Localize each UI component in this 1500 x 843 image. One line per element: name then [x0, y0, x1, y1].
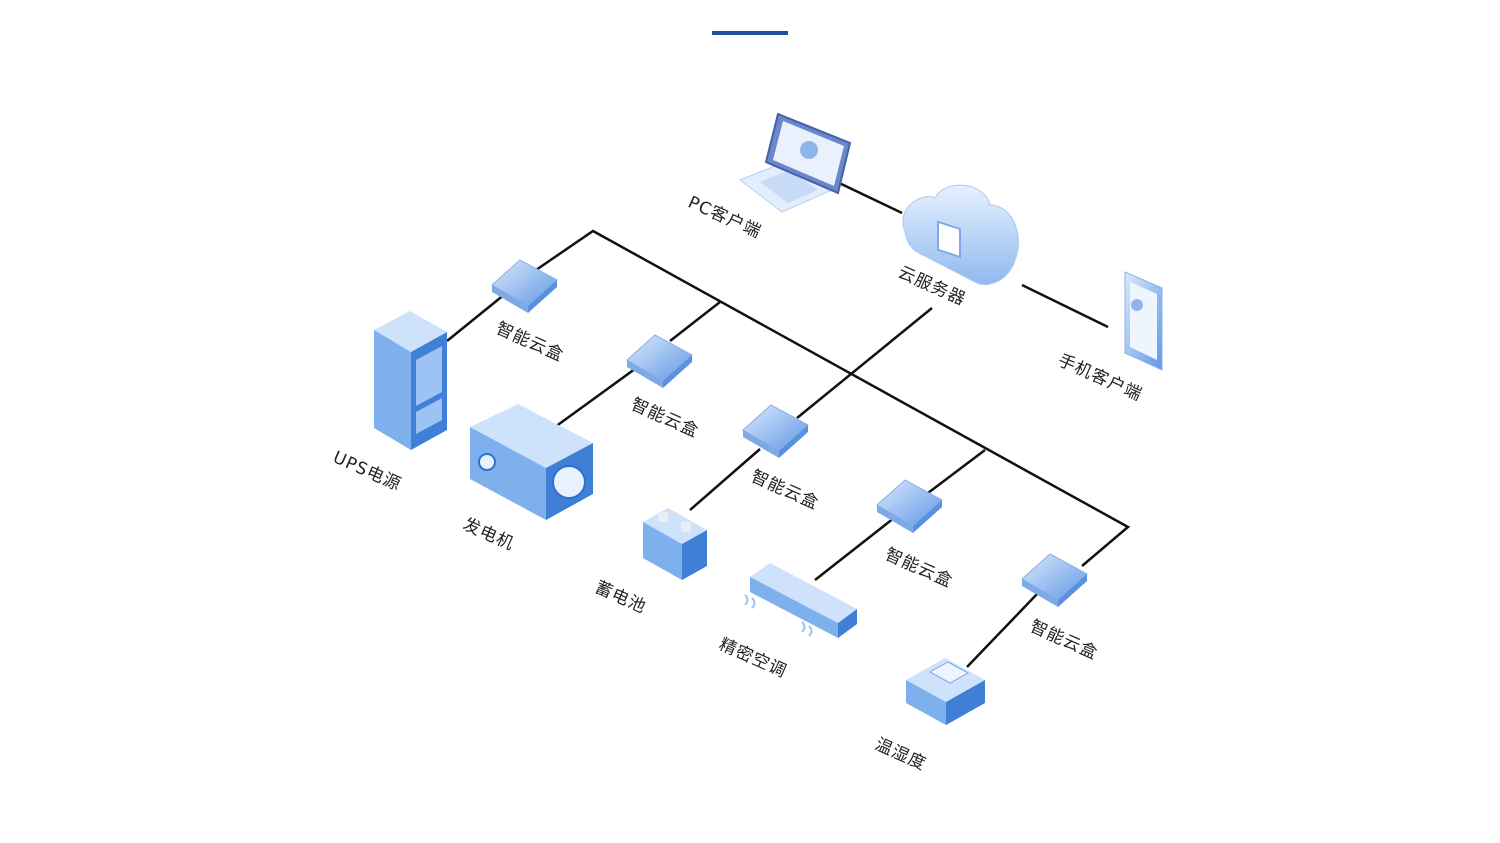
line-box3-battery [689, 448, 761, 511]
ups-rack-icon [374, 311, 447, 450]
line-cloud-mobile [1021, 283, 1109, 329]
line-box1-ups [446, 293, 506, 342]
temperature-humidity-sensor-icon [906, 658, 985, 725]
air-conditioner-icon [744, 563, 857, 638]
line-main-bus [535, 229, 1131, 567]
battery-icon [643, 508, 707, 580]
line-pc-cloud [834, 179, 903, 215]
line-cloud-box3 [796, 307, 933, 419]
line-bus-box2 [669, 301, 721, 342]
title-accent-bar [712, 31, 788, 35]
line-box5-sensor [966, 592, 1039, 668]
line-box4-ac [814, 517, 895, 581]
line-bus-box4 [927, 449, 986, 494]
smart-box-4 [876, 479, 943, 533]
laptop-icon [738, 112, 852, 213]
smart-box-3 [742, 404, 809, 458]
connection-lines [446, 179, 1131, 668]
smart-box-5 [1021, 553, 1088, 607]
generator-icon [470, 404, 593, 520]
smart-box-2 [626, 334, 693, 388]
smart-box-1 [491, 259, 558, 313]
mobile-phone-icon [1124, 271, 1163, 371]
cloud-icon [902, 184, 1019, 285]
line-box2-generator [554, 364, 640, 429]
